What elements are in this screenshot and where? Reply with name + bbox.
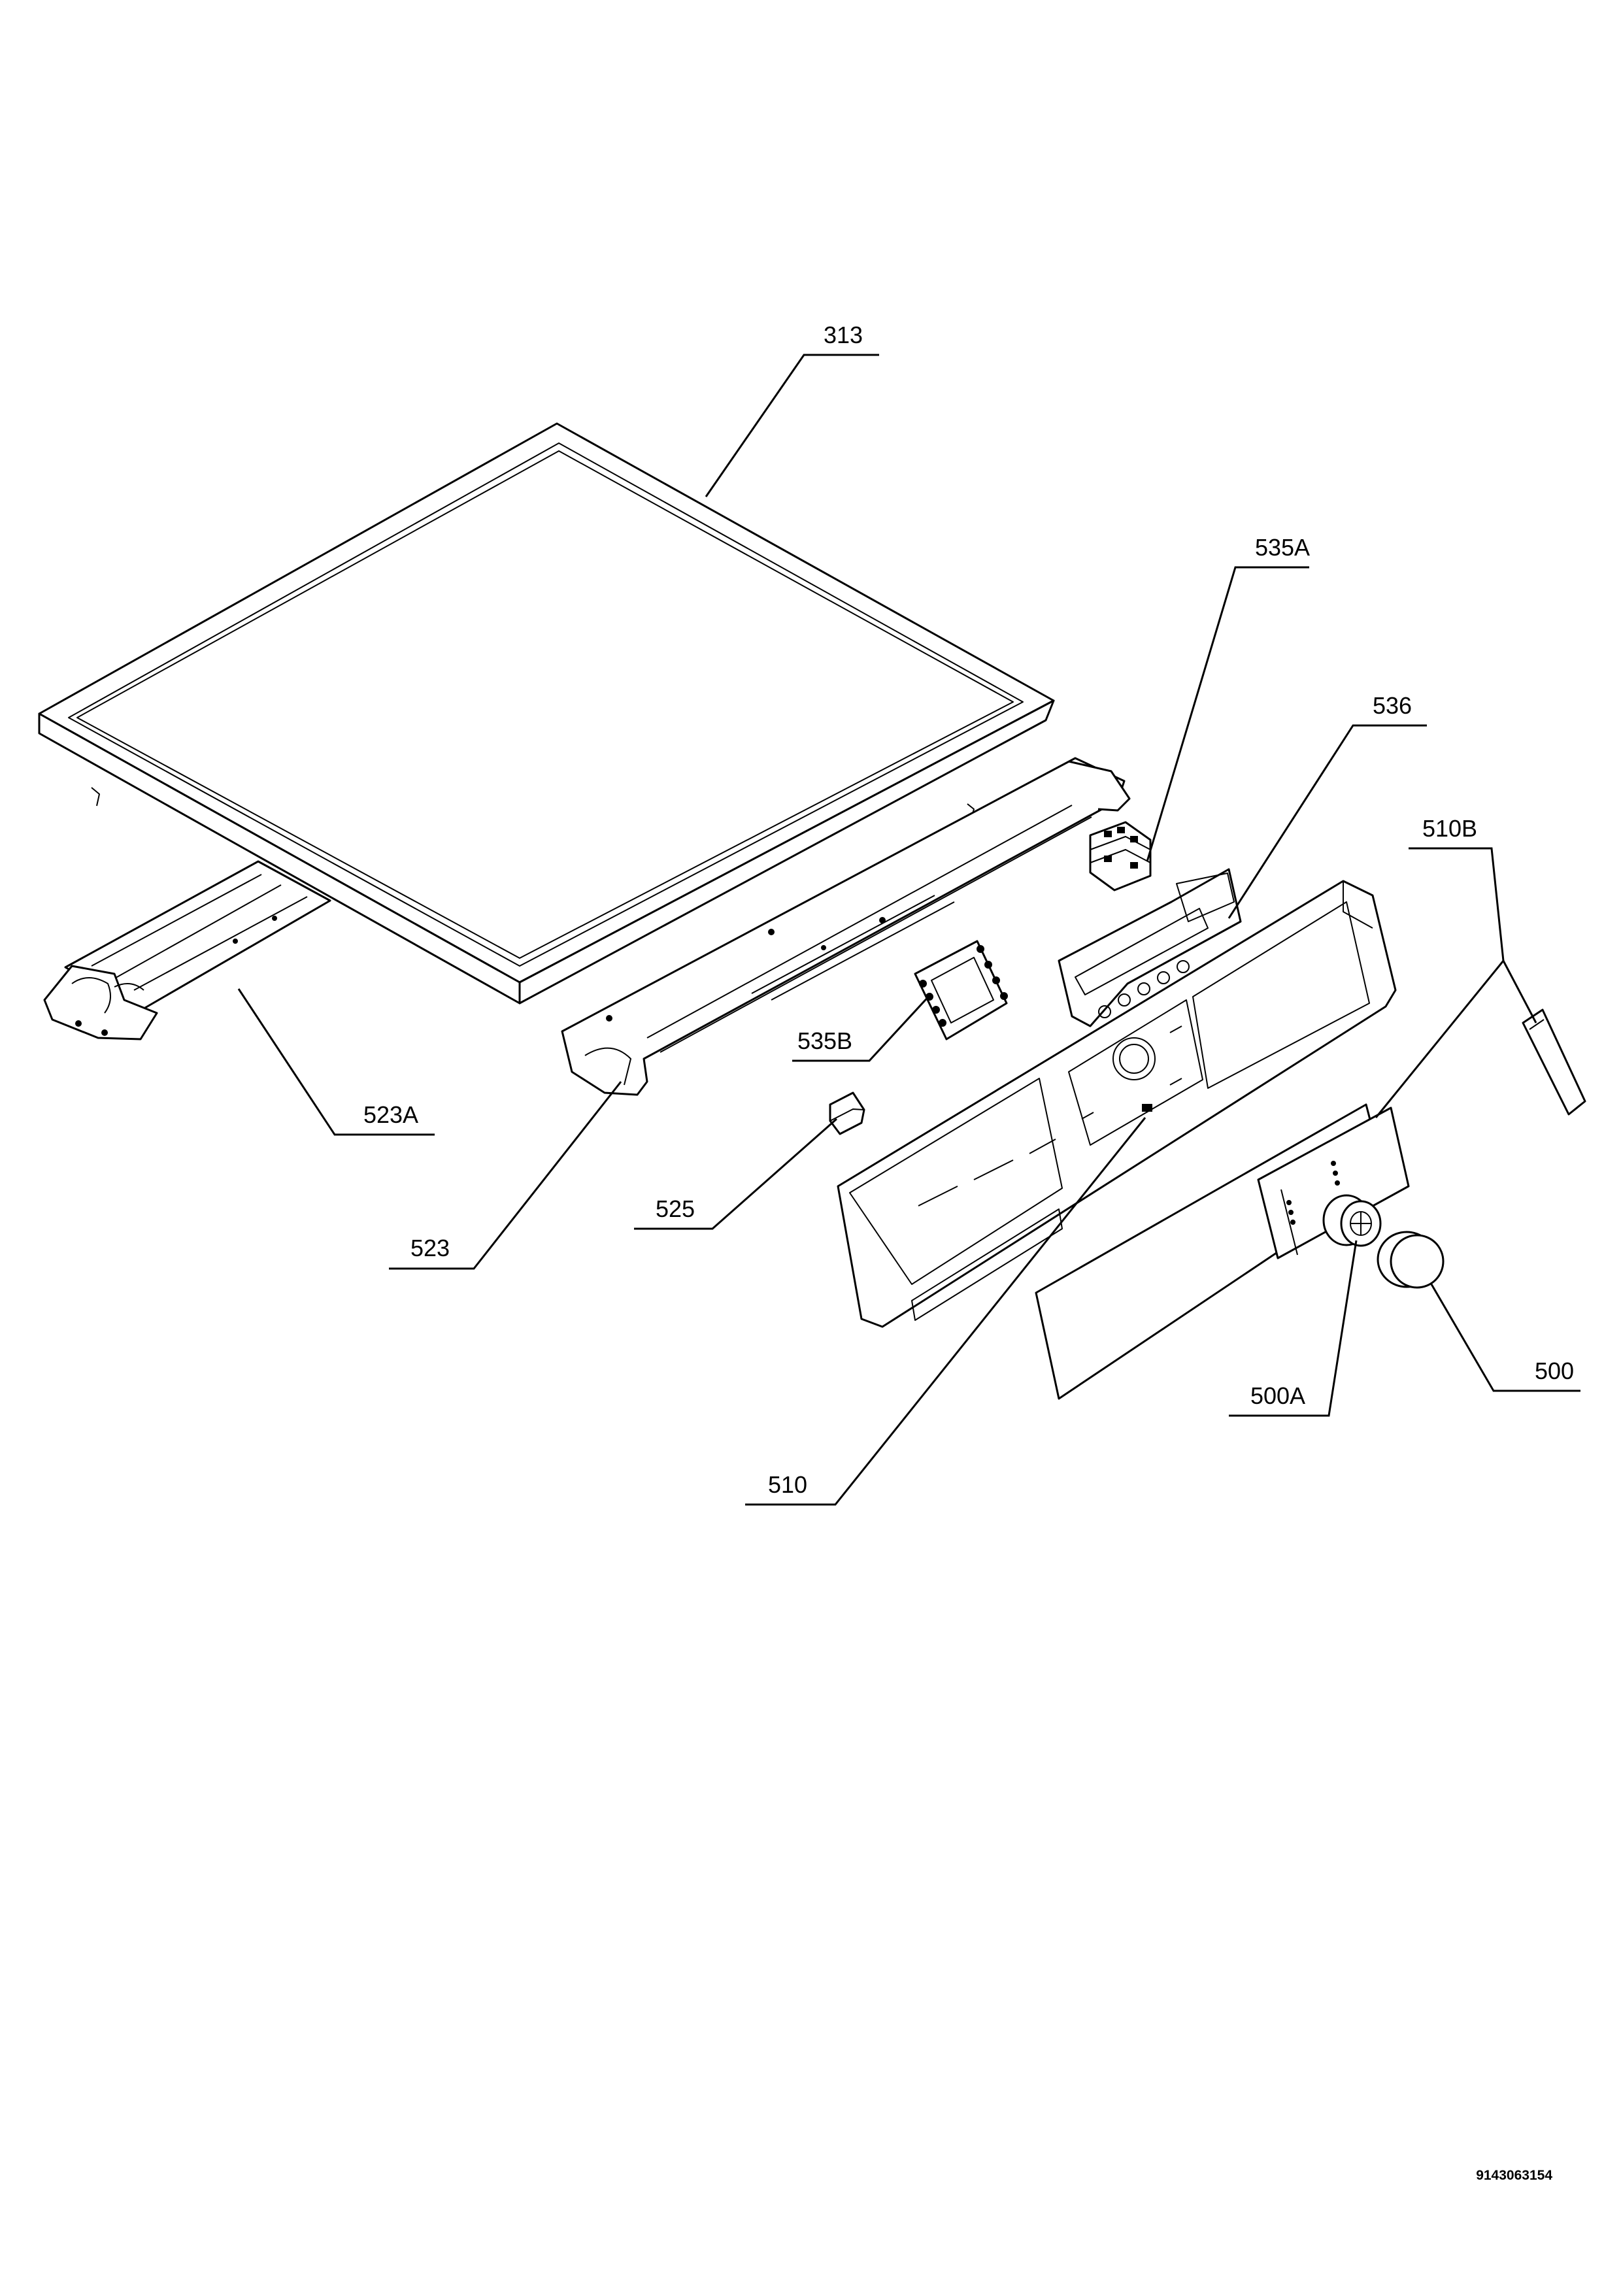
- leader-535A: [1146, 566, 1309, 862]
- part-front-fascia: [1035, 1103, 1410, 1400]
- label-523A: 523A: [363, 1101, 418, 1128]
- label-313: 313: [824, 322, 863, 348]
- part-525-clip: [829, 1091, 865, 1135]
- label-510B: 510B: [1422, 815, 1477, 842]
- label-523: 523: [410, 1235, 450, 1261]
- label-536: 536: [1373, 692, 1412, 719]
- leader-536: [1228, 724, 1427, 919]
- part-535B-frame: [914, 940, 1008, 1040]
- leader-500A: [1229, 1240, 1358, 1417]
- part-500A-knob-insert: [1322, 1194, 1382, 1247]
- part-535A-connector: [1089, 821, 1152, 891]
- leader-510B: [1409, 847, 1537, 1023]
- part-500-knob-cap: [1377, 1231, 1445, 1289]
- leader-500: [1430, 1284, 1580, 1392]
- leader-510B-b: [1375, 960, 1505, 1118]
- part-510B-insert: [1522, 1008, 1586, 1116]
- label-535B: 535B: [797, 1027, 852, 1054]
- leader-525: [634, 1118, 837, 1230]
- label-500: 500: [1535, 1357, 1574, 1384]
- document-number: 9143063154: [1476, 2168, 1552, 2183]
- part-labels: 313 535A 536 510B 535B 523A 525 523 500 …: [363, 322, 1574, 1498]
- label-535A: 535A: [1255, 534, 1310, 561]
- leader-510: [745, 1117, 1146, 1506]
- part-536-display-bezel: [1058, 868, 1242, 1027]
- leader-535B: [792, 992, 933, 1062]
- leader-lines: [237, 354, 1580, 1506]
- label-510: 510: [768, 1471, 807, 1498]
- part-523A-left-rail: [43, 860, 331, 1040]
- label-500A: 500A: [1250, 1382, 1305, 1409]
- part-510-control-panel: [837, 880, 1397, 1328]
- leader-523: [389, 1081, 622, 1270]
- leader-313: [705, 354, 879, 497]
- part-313-top-cover: [38, 422, 1055, 1005]
- label-525: 525: [656, 1195, 695, 1222]
- part-523-right-rail: [561, 757, 1131, 1096]
- leader-523A: [237, 988, 435, 1136]
